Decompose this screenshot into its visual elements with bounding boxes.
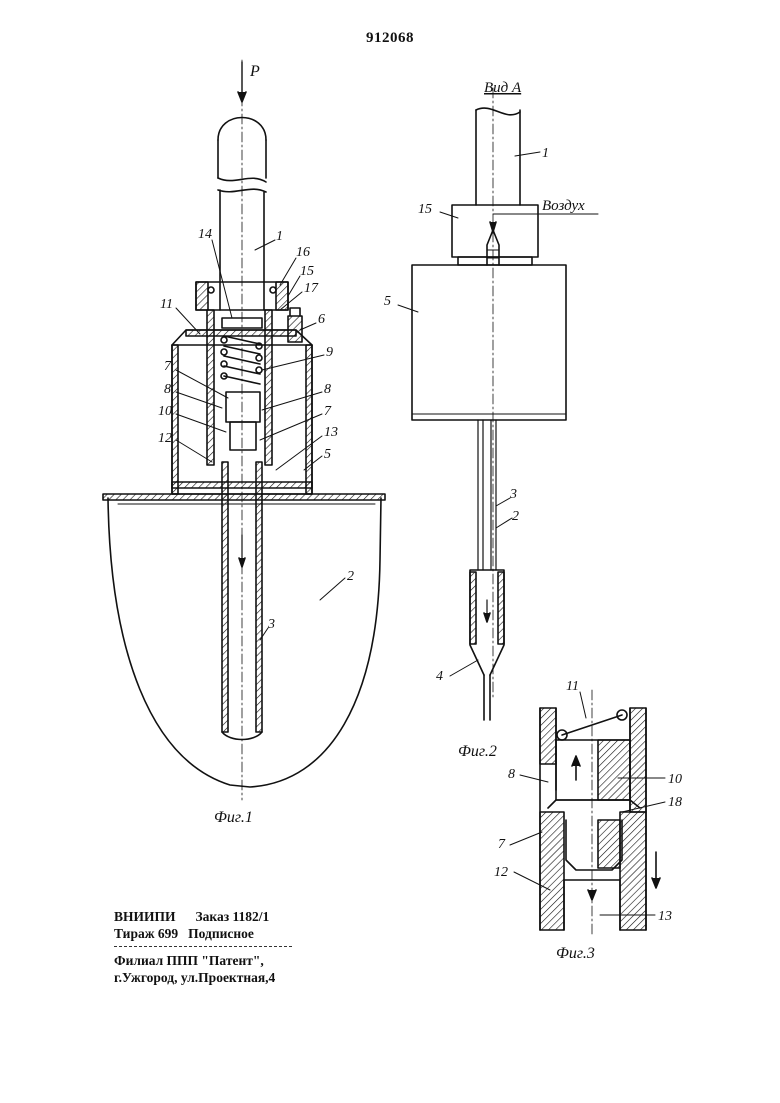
fig3-label-8: 8 — [508, 767, 515, 782]
force-arrowhead — [238, 92, 246, 102]
fig1-label-10: 10 — [158, 404, 172, 419]
fig1-label-14: 14 — [198, 227, 212, 242]
fig2-view-label: Вид А — [484, 80, 522, 96]
fig3-wall-left-upper — [540, 708, 556, 764]
seal-ring-right — [270, 287, 276, 293]
fig2-label-2: 2 — [512, 509, 519, 524]
fig2-tip-fill-right — [498, 572, 504, 644]
footer-divider — [114, 946, 292, 947]
footer-org: ВНИИПИ — [114, 909, 176, 924]
fig1-force-label: P — [249, 63, 260, 80]
fig2-rod-1-break — [476, 108, 520, 115]
footer-branch: Филиал ППП "Патент", — [114, 952, 444, 969]
fig2-tip-needle — [484, 675, 490, 720]
fig2-caption: Фиг.2 — [458, 743, 497, 760]
fig3-flow-arrowhead — [588, 890, 596, 900]
spring-coil-6 — [256, 355, 262, 361]
fig1-label-1: 1 — [276, 229, 283, 244]
fig2-label-3: 3 — [509, 487, 517, 502]
fig3-outlet-13 — [564, 880, 620, 930]
fig1-label-5: 5 — [324, 447, 331, 462]
fig3-label-10: 10 — [668, 772, 682, 787]
spring-coil-7 — [256, 367, 262, 373]
fig1-label-7b: 7 — [324, 404, 332, 419]
fig2-label-1: 1 — [542, 146, 549, 161]
collar-16-left — [196, 282, 208, 310]
fig1-label-17: 17 — [304, 281, 319, 296]
fig2-air-label: Воздух — [542, 198, 585, 214]
spring-coil-1 — [221, 337, 227, 343]
footer-address: г.Ужгород, ул.Проектная,4 — [114, 969, 444, 986]
fig2-collar-15 — [452, 205, 538, 257]
fig3-wall-right-upper — [630, 708, 646, 812]
fig2-label-5: 5 — [384, 294, 391, 309]
fig1-label-13: 13 — [324, 425, 338, 440]
fig1-label-8a: 8 — [164, 382, 171, 397]
air-fitting-6 — [288, 316, 302, 342]
inner-sleeve-right — [265, 310, 272, 465]
fig3-label-12: 12 — [494, 865, 508, 880]
footer-circulation: Тираж 699 — [114, 926, 178, 941]
footer-subscription: Подписное — [188, 926, 254, 941]
fig3-seat-7 — [540, 812, 564, 930]
fig1-label-7a: 7 — [164, 359, 172, 374]
tube-3-left — [222, 462, 228, 732]
fig1-label-3: 3 — [267, 617, 275, 632]
fig3-caption: Фиг.3 — [556, 945, 595, 962]
fig1-label-2: 2 — [347, 569, 354, 584]
collar-16-right — [276, 282, 288, 310]
fig3-label-13: 13 — [658, 909, 672, 924]
cover-11-plate — [186, 330, 296, 336]
figure-2-drawing — [398, 88, 598, 720]
fig1-label-12: 12 — [158, 431, 172, 446]
bowl-outline — [108, 498, 381, 787]
figure-1-drawing — [103, 60, 385, 800]
figure-3-drawing — [510, 690, 665, 935]
seal-ring-left — [208, 287, 214, 293]
fig2-view-arrowhead — [490, 222, 496, 232]
air-fitting-6-tip — [290, 308, 300, 316]
valve-body — [226, 392, 260, 422]
fig3-down-arrowhead — [652, 878, 660, 888]
fig1-label-11: 11 — [160, 297, 173, 312]
fig1-label-9: 9 — [326, 345, 333, 360]
fig3-seat-7-right — [620, 812, 646, 930]
housing-5-left-wall — [172, 345, 178, 494]
fig2-tip-fill-left — [470, 572, 476, 644]
spring-coil-2 — [221, 349, 227, 355]
fig2-flow-arrowhead — [484, 613, 490, 622]
valve-seat — [230, 422, 256, 450]
fig3-up-arrowhead — [572, 756, 580, 766]
footer-order: Заказ 1182/1 — [196, 909, 270, 924]
fig2-housing-5 — [412, 265, 566, 420]
fig1-label-6: 6 — [318, 312, 325, 327]
fig2-label-4: 4 — [436, 669, 443, 684]
flange-plate — [103, 494, 385, 500]
fig3-label-7: 7 — [498, 837, 506, 852]
fig1-caption: Фиг.1 — [214, 809, 253, 826]
fig3-groove — [548, 800, 640, 808]
fig1-label-16: 16 — [296, 245, 310, 260]
fig3-label-11: 11 — [566, 679, 579, 694]
fig3-label-18: 18 — [668, 795, 682, 810]
fig2-label-15: 15 — [418, 202, 432, 217]
fig1-label-8b: 8 — [324, 382, 331, 397]
fig2-rod-1 — [476, 110, 520, 205]
fig1-label-15: 15 — [300, 264, 314, 279]
tube-3-right — [256, 462, 262, 732]
fig3-valve-stem-hatch — [598, 820, 620, 868]
publication-footer: ВНИИПИ Заказ 1182/1 Тираж 699 Подписное Фи… — [114, 908, 444, 986]
fig3-plunger-10-hatch — [598, 740, 630, 800]
flow-arrowhead-fig1 — [239, 558, 245, 567]
